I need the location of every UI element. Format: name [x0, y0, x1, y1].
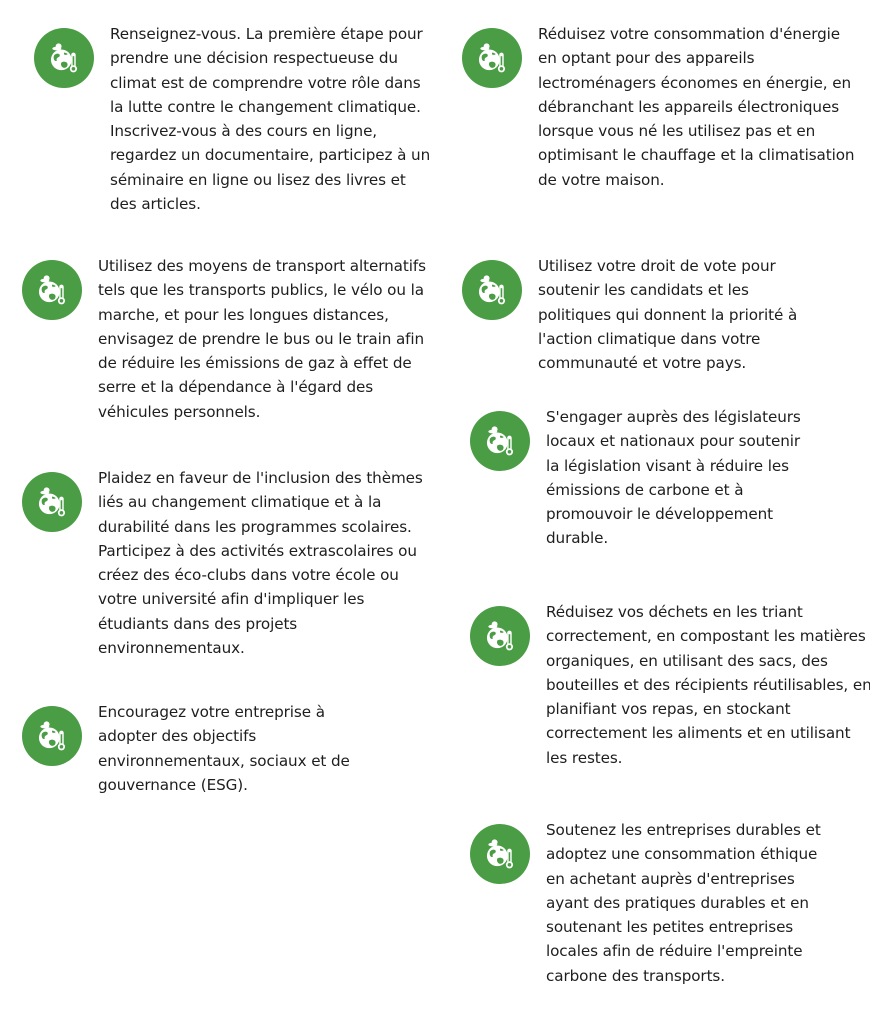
tip-legislators: S'engager auprès des législateurs locaux… — [470, 405, 808, 551]
tip-text: Utilisez votre droit de vote pour souten… — [538, 257, 798, 373]
tip-text: Plaidez en faveur de l'inclusion des thè… — [98, 469, 423, 658]
tip-sustainable-business: Soutenez les entreprises durables et ado… — [470, 818, 821, 988]
tip-text: Réduisez vos déchets en les triant corre… — [546, 603, 870, 767]
tip-school-programs: Plaidez en faveur de l'inclusion des thè… — [22, 466, 428, 660]
earth-thermometer-icon — [462, 28, 522, 88]
tip-vote: Utilisez votre droit de vote pour souten… — [462, 254, 808, 375]
earth-thermometer-icon — [34, 28, 94, 88]
earth-thermometer-icon — [462, 260, 522, 320]
earth-thermometer-icon — [470, 606, 530, 666]
tip-text: Utilisez des moyens de transport alterna… — [98, 257, 426, 421]
tip-text: Soutenez les entreprises durables et ado… — [546, 821, 821, 985]
tip-text: Réduisez votre consommation d'énergie en… — [538, 25, 855, 189]
tip-esg: Encouragez votre entreprise à adopter de… — [22, 700, 360, 797]
tip-text: S'engager auprès des législateurs locaux… — [546, 408, 801, 548]
tip-text: Encouragez votre entreprise à adopter de… — [98, 703, 350, 794]
tip-educate: Renseignez-vous. La première étape pour … — [34, 22, 436, 216]
tip-text: Renseignez-vous. La première étape pour … — [110, 25, 431, 214]
earth-thermometer-icon — [22, 706, 82, 766]
earth-thermometer-icon — [22, 472, 82, 532]
tip-energy: Réduisez votre consommation d'énergie en… — [462, 22, 860, 192]
tip-alternative-transport: Utilisez des moyens de transport alterna… — [22, 254, 428, 424]
tip-waste: Réduisez vos déchets en les triant corre… — [470, 600, 870, 770]
earth-thermometer-icon — [470, 824, 530, 884]
earth-thermometer-icon — [470, 411, 530, 471]
earth-thermometer-icon — [22, 260, 82, 320]
